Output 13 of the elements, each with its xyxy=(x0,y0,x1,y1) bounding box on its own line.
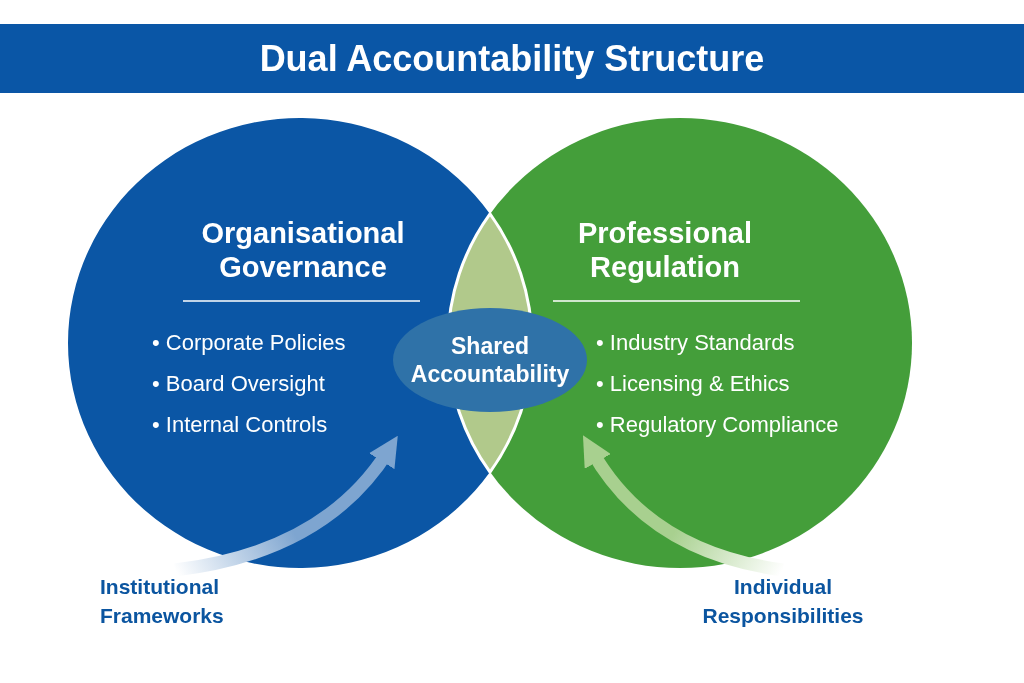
title: Dual Accountability Structure xyxy=(259,37,765,80)
bullet-item: • Regulatory Compliance xyxy=(596,411,839,439)
bullet-item: • Corporate Policies xyxy=(152,329,346,357)
bullet-item: • Board Oversight xyxy=(152,370,326,398)
circle-heading: Organisational Governance xyxy=(200,216,406,284)
bullet-item: • Industry Standards xyxy=(596,329,796,357)
bullet-item: • Licensing & Ethics xyxy=(596,370,791,398)
circle-heading: Professional Regulation xyxy=(576,216,754,284)
ellipse-label: Shared Accountability xyxy=(409,332,571,388)
bullet-item: • Internal Controls xyxy=(152,411,329,439)
flow-label: Institutional Frameworks xyxy=(100,572,250,630)
flow-label: Individual Responsibilities xyxy=(693,572,873,630)
curved-arrow xyxy=(174,436,399,577)
